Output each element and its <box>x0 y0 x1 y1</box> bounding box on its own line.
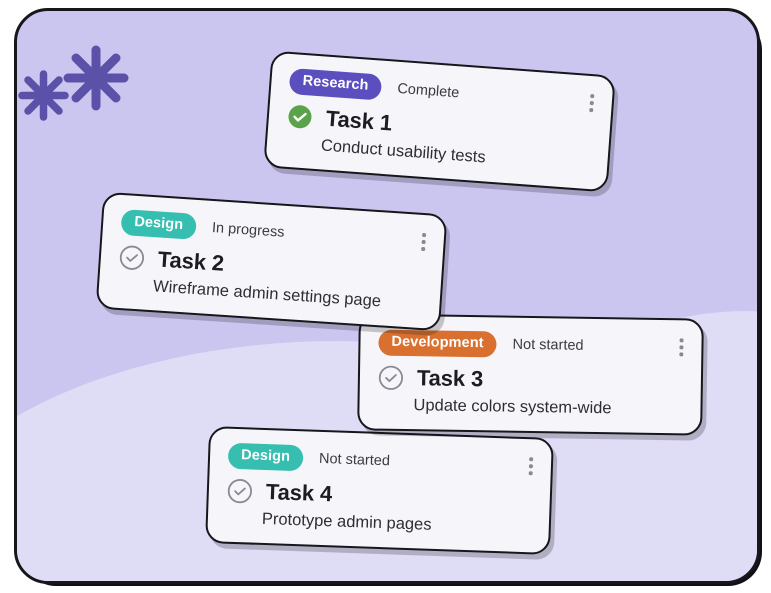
card-title-row: Task 1 <box>286 103 592 151</box>
kebab-menu-icon[interactable] <box>417 231 430 254</box>
category-badge[interactable]: Design <box>227 442 304 472</box>
check-circle-icon[interactable] <box>226 478 253 505</box>
star-small-icon <box>17 68 71 123</box>
category-badge[interactable]: Design <box>120 208 197 241</box>
task-title: Task 3 <box>416 365 484 392</box>
star-large-icon <box>61 43 131 113</box>
card-header: Design Not started <box>227 442 537 480</box>
card-header: Development Not started <box>378 329 684 361</box>
status-label: Not started <box>318 450 391 470</box>
task-description: Update colors system-wide <box>413 396 612 418</box>
task-description: Prototype admin pages <box>261 510 432 535</box>
check-circle-icon[interactable] <box>378 365 404 391</box>
card-title-row: Task 2 <box>118 244 424 290</box>
category-badge[interactable]: Development <box>378 329 497 358</box>
task-title: Task 2 <box>157 246 225 277</box>
status-label: In progress <box>211 220 285 241</box>
task-card[interactable]: Design Not started Task 4 Prototype admi… <box>205 426 554 556</box>
status-label: Not started <box>512 336 584 354</box>
task-title: Task 4 <box>265 479 333 507</box>
card-title-row: Task 3 <box>378 365 683 396</box>
task-card[interactable]: Research Complete Task 1 Conduct usabili… <box>263 50 616 193</box>
kebab-menu-icon[interactable] <box>525 455 537 477</box>
kebab-menu-icon[interactable] <box>585 92 598 115</box>
check-circle-icon[interactable] <box>118 244 146 272</box>
task-card[interactable]: Development Not started Task 3 Update co… <box>357 313 704 436</box>
kebab-menu-icon[interactable] <box>676 336 688 358</box>
task-title: Task 1 <box>325 105 393 136</box>
card-title-row: Task 4 <box>226 478 532 515</box>
status-label: Complete <box>396 80 460 102</box>
task-card[interactable]: Design In progress Task 2 Wireframe admi… <box>95 191 448 332</box>
task-board-frame: Research Complete Task 1 Conduct usabili… <box>14 8 760 584</box>
check-circle-icon[interactable] <box>286 103 314 131</box>
category-badge[interactable]: Research <box>288 67 383 101</box>
